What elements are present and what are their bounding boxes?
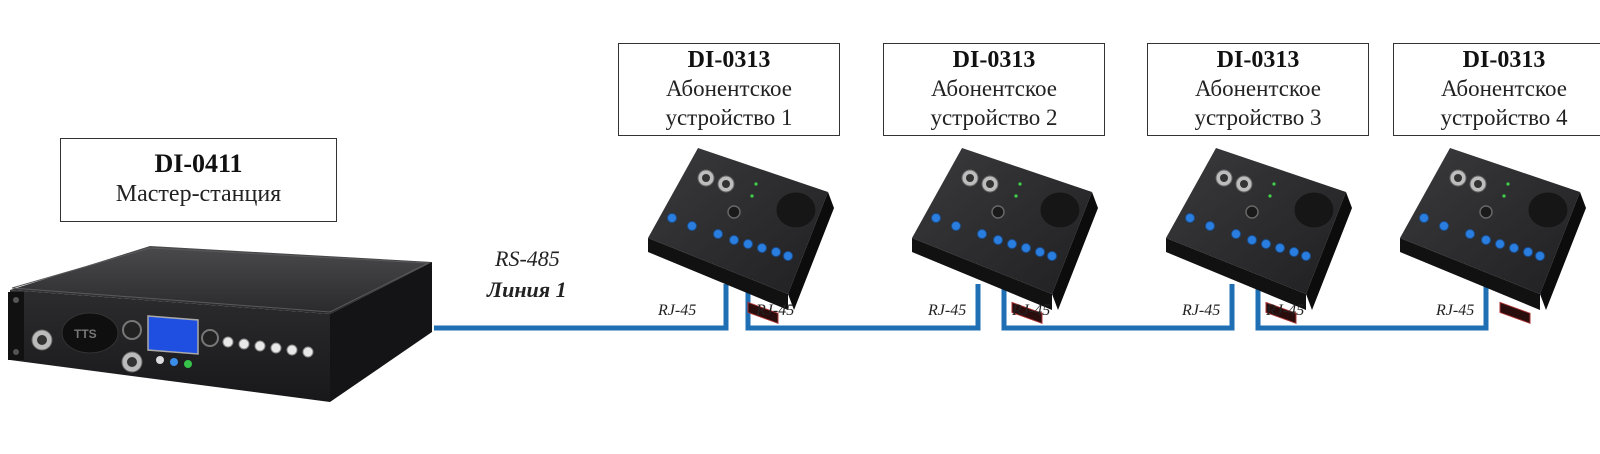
device-code: DI-0313 — [687, 47, 771, 73]
device-number: устройство 4 — [1440, 105, 1568, 130]
device-type: Абонентское — [1440, 76, 1567, 101]
device-number: устройство 3 — [1194, 105, 1322, 130]
rj45-label-4: RJ-45 — [1012, 302, 1051, 319]
device-number: устройство 2 — [930, 105, 1058, 130]
device-label-3: DI-0313 Абонентское устройство 3 — [1147, 43, 1369, 136]
master-brand-mark: TTS — [74, 327, 97, 341]
rj45-label-3: RJ-45 — [928, 302, 967, 319]
device-number: устройство 1 — [665, 105, 793, 130]
subscriber-device-image — [1166, 148, 1352, 324]
device-type: Абонентское — [665, 76, 792, 101]
device-type: Абонентское — [930, 76, 1057, 101]
subscriber-device-image — [1400, 148, 1586, 324]
device-label-4: DI-0313 Абонентское устройство 4 — [1393, 43, 1600, 136]
device-label-1: DI-0313 Абонентское устройство 1 — [618, 43, 840, 136]
subscriber-device-image — [648, 148, 834, 324]
master-description: Мастер-станция — [115, 181, 282, 207]
device-code: DI-0313 — [1216, 47, 1300, 73]
bus-protocol-label: RS-485 — [495, 246, 560, 271]
master-station-label: DI-0411 Мастер-станция — [60, 138, 337, 222]
rj45-label-5: RJ-45 — [1182, 302, 1221, 319]
device-code: DI-0313 — [952, 47, 1036, 73]
master-station-image — [8, 246, 432, 402]
bus-line-name: Линия 1 — [487, 277, 567, 302]
rj45-label-2: RJ-45 — [756, 302, 795, 319]
subscriber-device-image — [912, 148, 1098, 324]
device-label-2: DI-0313 Абонентское устройство 2 — [883, 43, 1105, 136]
device-type: Абонентское — [1194, 76, 1321, 101]
rj45-label-6: RJ-45 — [1266, 302, 1305, 319]
rj45-label-1: RJ-45 — [658, 302, 697, 319]
rj45-label-7: RJ-45 — [1436, 302, 1475, 319]
device-code: DI-0313 — [1462, 47, 1546, 73]
master-code: DI-0411 — [154, 149, 243, 178]
